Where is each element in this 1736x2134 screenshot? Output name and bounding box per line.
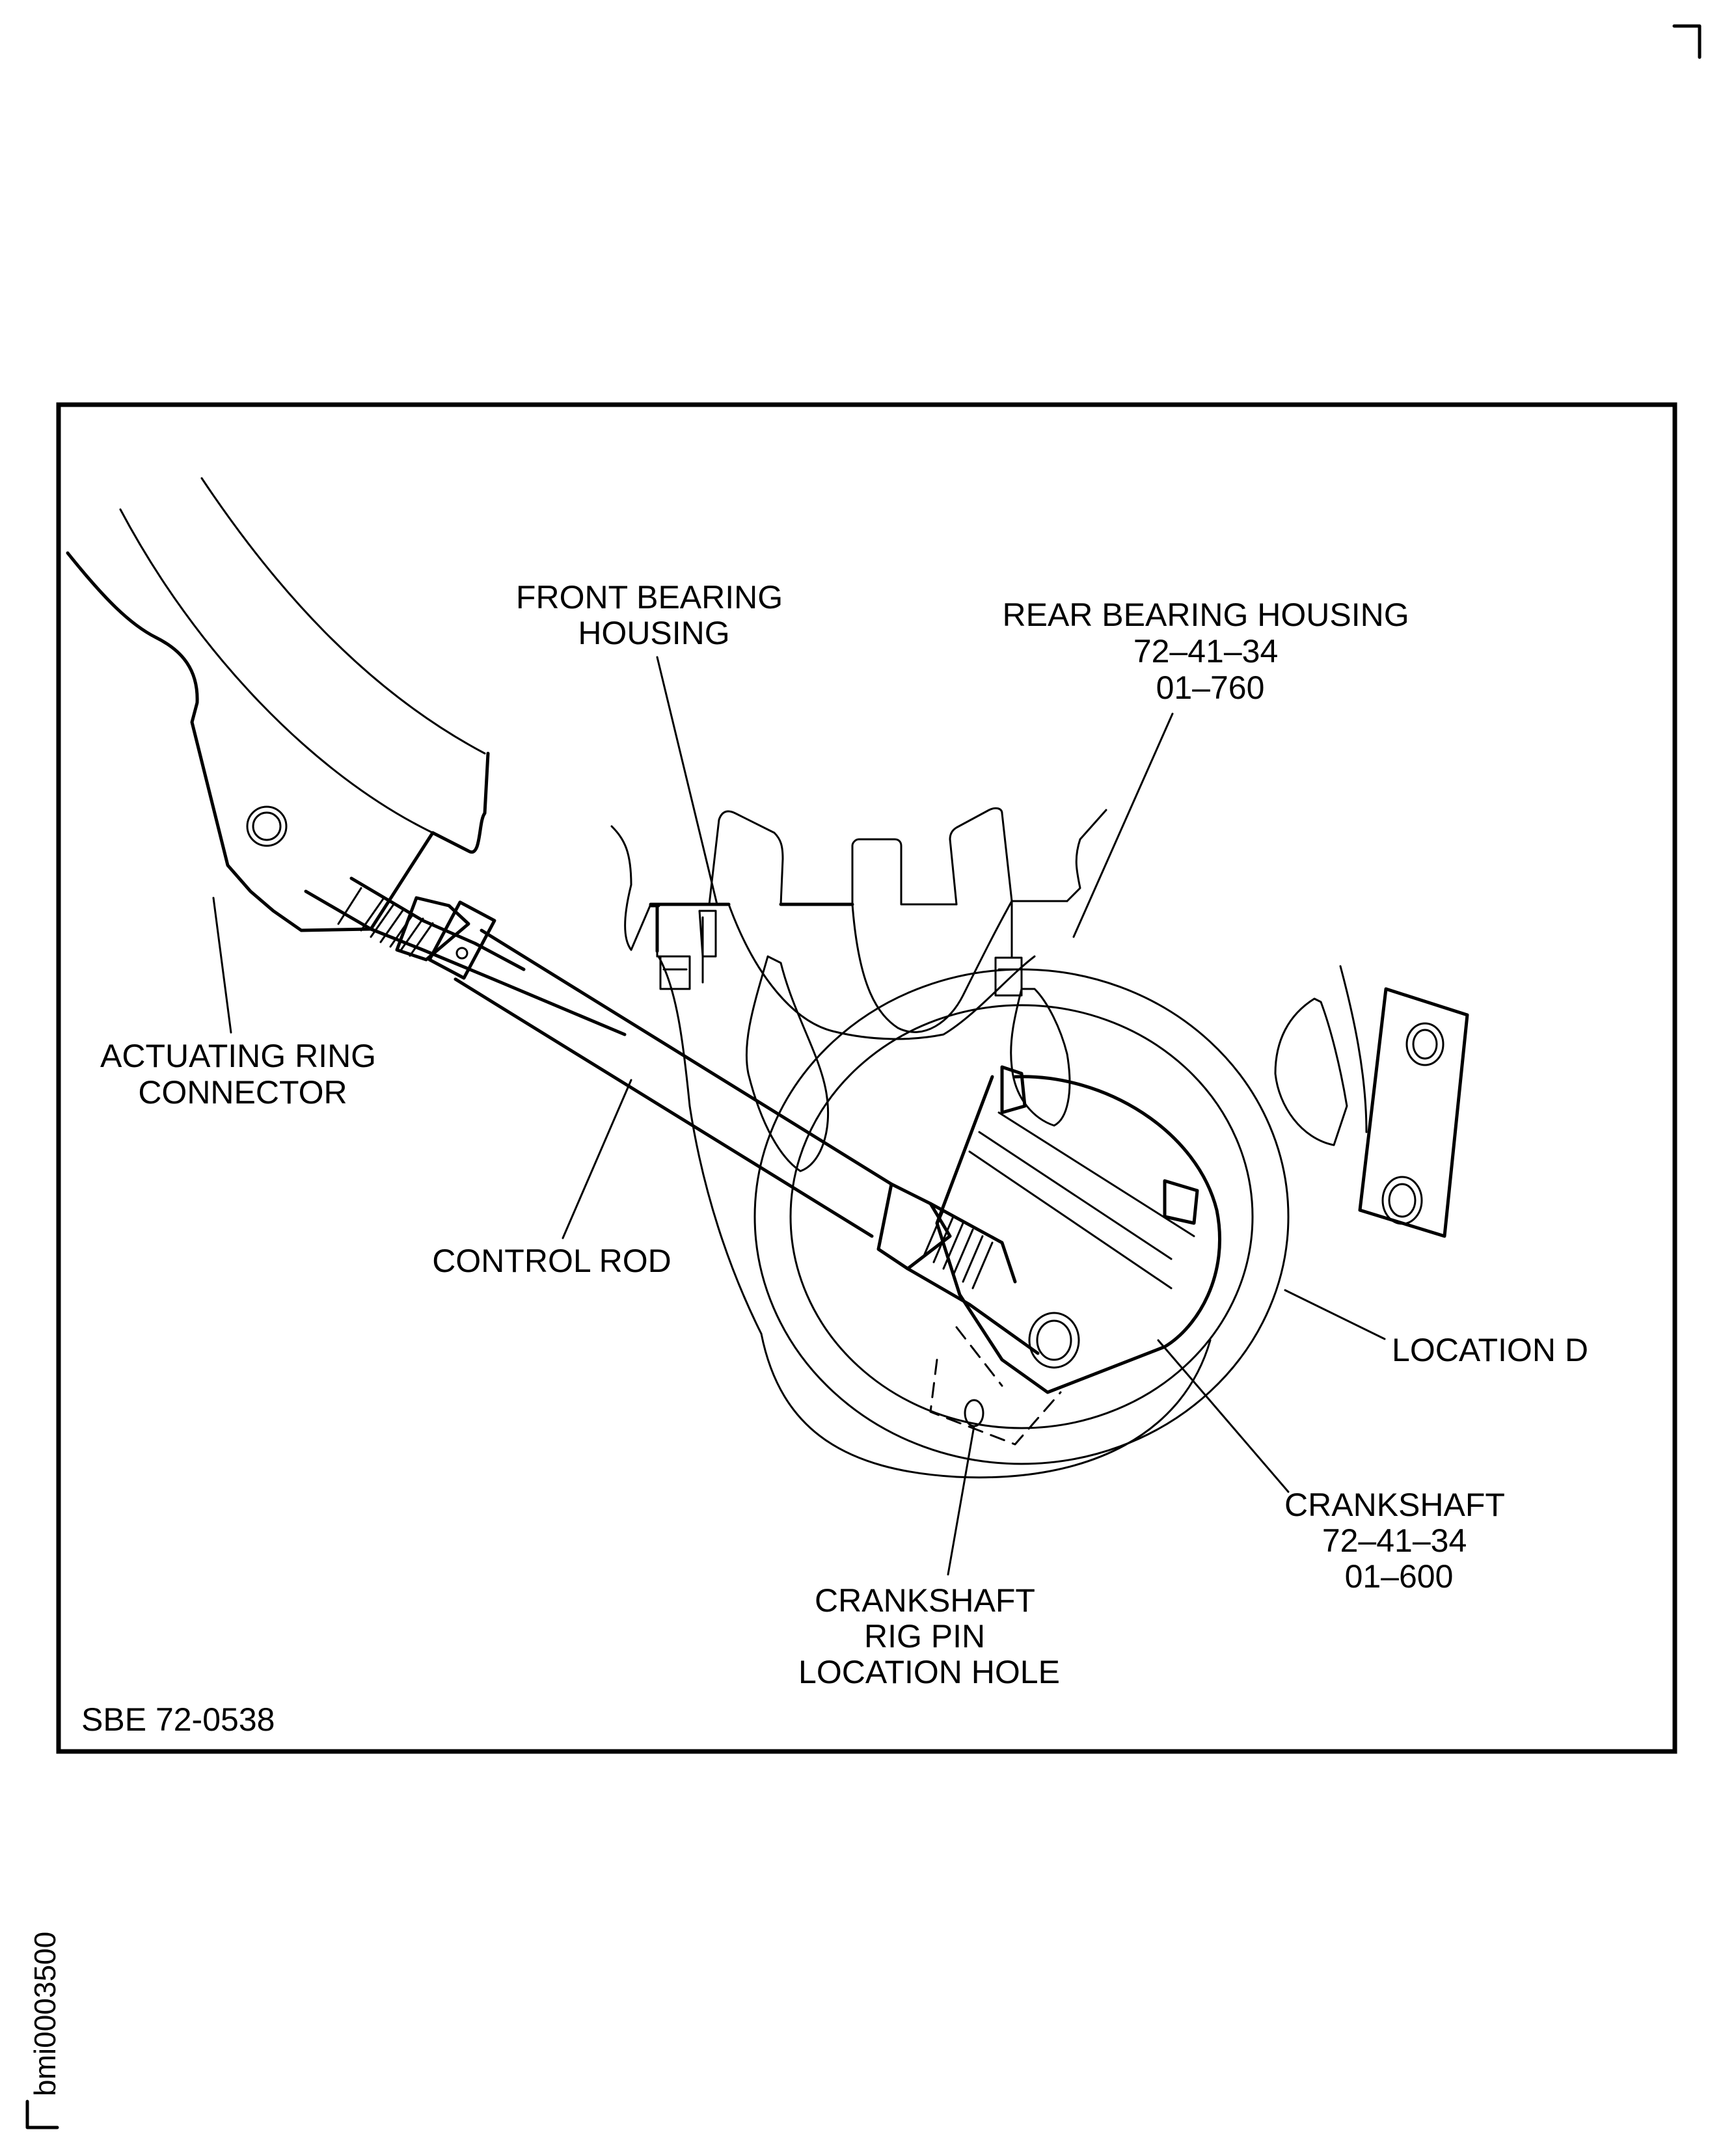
connector-bolt-outer (246, 805, 288, 847)
housing-body (657, 955, 1368, 1335)
crop-mark-top-right (1672, 24, 1702, 59)
sheet-id: bmi0003500 (28, 1932, 62, 2096)
leader-lines (212, 656, 1386, 1576)
control-rod (304, 876, 1040, 1355)
bearing-housings (610, 807, 1107, 1040)
actuating-ring (66, 477, 490, 932)
crankshaft (935, 1065, 1221, 1394)
leader-control-rod (562, 1079, 632, 1239)
flange-bolt-right (994, 956, 1023, 997)
label-actuating-ring-connector: ACTUATING RING CONNECTOR (100, 1038, 385, 1111)
flange-bolt-left (659, 955, 691, 990)
link-plate (1358, 987, 1469, 1238)
location-d-rings (753, 968, 1290, 1479)
label-rig-pin-location-hole: CRANKSHAFT RIG PIN LOCATION HOLE (798, 1582, 1060, 1690)
upper-locknut (395, 896, 470, 962)
flange-bolt-middle (698, 910, 717, 958)
label-crankshaft: CRANKSHAFT 72–41–34 01–600 (1284, 1487, 1513, 1595)
leader-rear-bearing (1072, 712, 1174, 938)
crop-mark-bottom-left (25, 2100, 59, 2129)
label-control-rod: CONTROL ROD (432, 1243, 671, 1279)
leader-front-bearing (656, 656, 718, 906)
figure-reference: SBE 72-0538 (81, 1701, 275, 1738)
leader-crankshaft (1157, 1339, 1290, 1493)
leader-rig-pin (947, 1425, 975, 1576)
label-rear-bearing-housing: REAR BEARING HOUSING 72–41–34 01–760 (1002, 597, 1418, 706)
lower-locknut (876, 1182, 952, 1271)
label-location-d: LOCATION D (1392, 1332, 1588, 1368)
label-front-bearing-housing: FRONT BEARING HOUSING (516, 579, 792, 651)
figure-frame (56, 402, 1677, 1754)
connector-bolt-inner (252, 811, 282, 841)
leader-actuating-ring (212, 897, 232, 1034)
leader-location-d (1284, 1289, 1386, 1340)
rig-pin-hole (964, 1399, 984, 1427)
